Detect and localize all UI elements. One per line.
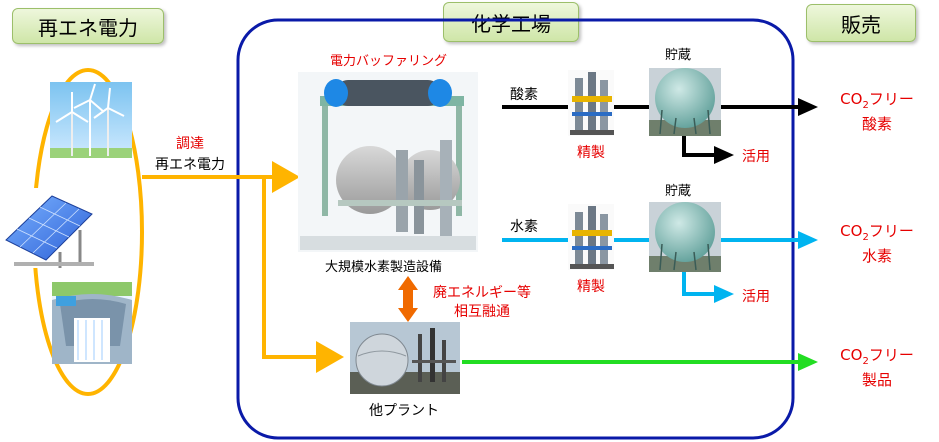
product-arrowhead xyxy=(798,353,818,371)
use-hydrogen-label: 活用 xyxy=(742,289,770,305)
output-co2-free-oxygen: CO2フリー 酸素 xyxy=(822,90,932,134)
output-product-free: フリー xyxy=(868,346,914,364)
electrolysis-plant-icon xyxy=(298,72,478,252)
section-tag-chemical-plant-label: 化学工場 xyxy=(471,11,551,36)
output-oxygen-sub: 2 xyxy=(862,100,869,111)
hydrogen-storage-tank-icon xyxy=(649,202,721,272)
section-tag-renewable-label: 再エネ電力 xyxy=(38,15,138,40)
hydrogen-use-arrowhead xyxy=(714,285,734,303)
oxygen-storage-tank-icon xyxy=(649,68,721,136)
section-tag-sales: 販売 xyxy=(806,4,916,42)
electrolysis-label: 大規模水素製造設備 xyxy=(325,260,443,275)
use-oxygen-label: 活用 xyxy=(742,149,770,165)
exchange-label-1: 廃エネルギー等 xyxy=(433,285,531,301)
section-tag-renewable: 再エネ電力 xyxy=(12,8,164,44)
procure-label-1: 調達 xyxy=(176,136,204,152)
hydrogen-arrowhead xyxy=(798,231,818,249)
exchange-label-2: 相互融通 xyxy=(454,304,510,320)
oxygen-label: 酸素 xyxy=(510,87,538,103)
oxygen-purifier-icon xyxy=(568,70,614,136)
section-tag-sales-label: 販売 xyxy=(841,12,881,37)
hydrogen-use-line xyxy=(682,270,716,296)
output-oxygen-free: フリー xyxy=(868,90,914,108)
exchange-double-arrow xyxy=(398,276,418,322)
output-product-co2: CO xyxy=(840,346,863,364)
oxygen-use-arrowhead xyxy=(714,146,734,164)
refine-oxygen-label: 精製 xyxy=(577,145,605,161)
output-hydrogen-product: 水素 xyxy=(861,247,892,265)
output-hydrogen-co2: CO xyxy=(840,222,863,240)
output-co2-free-product: CO2フリー 製品 xyxy=(822,346,932,390)
oxygen-arrowhead xyxy=(798,98,818,116)
output-hydrogen-free: フリー xyxy=(868,222,914,240)
storage-hydrogen-label: 貯蔵 xyxy=(665,184,692,199)
supply-arrow-other-plant xyxy=(262,177,344,373)
hydrogen-label: 水素 xyxy=(510,219,538,235)
other-plant-icon xyxy=(350,322,460,394)
output-oxygen-product: 酸素 xyxy=(861,115,892,133)
solar-panel-icon xyxy=(0,188,96,268)
oxygen-use-line xyxy=(682,135,716,157)
output-hydrogen-sub: 2 xyxy=(862,232,869,243)
output-product-sub: 2 xyxy=(862,356,869,367)
output-co2-free-hydrogen: CO2フリー 水素 xyxy=(822,222,932,266)
storage-oxygen-label: 貯蔵 xyxy=(665,48,692,63)
section-tag-chemical-plant: 化学工場 xyxy=(443,2,579,42)
wind-turbine-icon xyxy=(50,82,132,158)
chemical-plant-boundary xyxy=(236,18,795,440)
procure-label-2: 再エネ電力 xyxy=(155,157,225,173)
output-product-product: 製品 xyxy=(861,371,892,389)
hydro-dam-icon xyxy=(52,282,132,364)
refine-hydrogen-label: 精製 xyxy=(577,279,605,295)
other-plant-label: 他プラント xyxy=(369,403,439,419)
hydrogen-purifier-icon xyxy=(568,204,614,270)
buffering-label: 電力バッファリング xyxy=(330,54,448,69)
output-oxygen-co2: CO xyxy=(840,90,863,108)
